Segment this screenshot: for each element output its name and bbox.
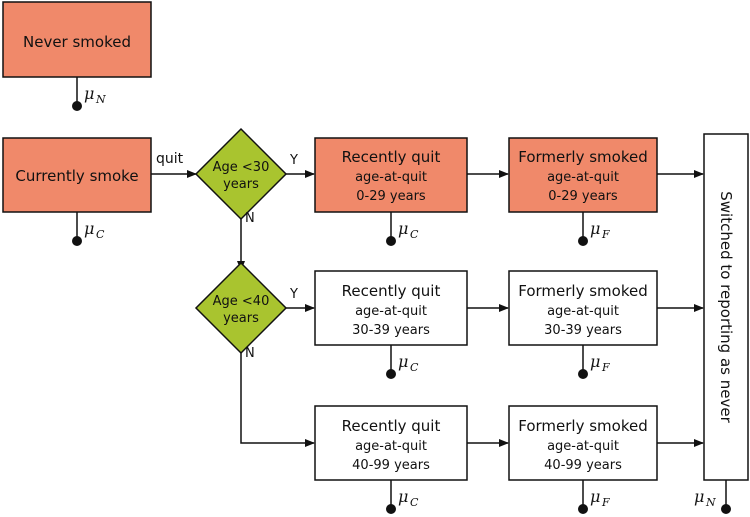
node-title: Formerly smoked xyxy=(518,417,648,435)
node-title: Recently quit xyxy=(342,282,441,300)
node-line3: 40-99 years xyxy=(352,458,430,473)
node-line3: 0-29 years xyxy=(356,189,426,204)
node-line2: age-at-quit xyxy=(547,439,619,454)
decision-age-under-40: Age <40 years xyxy=(194,261,288,355)
never-smoked-node: Never smoked μ N xyxy=(2,1,152,111)
node-line3: 30-39 years xyxy=(544,323,622,338)
switched-to-never-node: Switched to reporting as never μ N xyxy=(694,133,749,514)
mu-symbol: μ xyxy=(590,219,600,238)
never-smoked-label: Never smoked xyxy=(23,33,131,51)
node-title: Recently quit xyxy=(342,148,441,166)
quit-label: quit xyxy=(156,151,184,167)
node-title: Formerly smoked xyxy=(518,282,648,300)
decision-line1: Age <30 xyxy=(213,160,270,175)
decision-line2: years xyxy=(223,311,259,326)
currently-smoke-label: Currently smoke xyxy=(15,167,138,185)
mu-terminal-dot xyxy=(578,504,588,514)
node-line2: age-at-quit xyxy=(355,170,427,185)
mu-subscript: C xyxy=(410,496,419,509)
yes-label: Y xyxy=(289,287,298,302)
mu-symbol: μ xyxy=(398,219,408,238)
recently-quit-node-30-39: Recently quit age-at-quit 30-39 years μ … xyxy=(314,270,468,379)
mu-symbol: μ xyxy=(84,84,94,103)
mu-terminal-dot xyxy=(386,504,396,514)
mu-terminal-dot xyxy=(578,369,588,379)
mu-terminal-dot xyxy=(72,236,82,246)
mu-symbol: μ xyxy=(398,487,408,506)
node-title: Recently quit xyxy=(342,417,441,435)
mu-terminal-dot xyxy=(578,236,588,246)
mu-symbol: μ xyxy=(590,487,600,506)
yes-label: Y xyxy=(289,153,298,168)
recently-quit-node-40-99: Recently quit age-at-quit 40-99 years μ … xyxy=(314,405,468,514)
node-title: Formerly smoked xyxy=(518,148,648,166)
node-line3: 30-39 years xyxy=(352,323,430,338)
decision-line1: Age <40 xyxy=(213,294,270,309)
mu-subscript: C xyxy=(410,361,419,374)
mu-subscript: F xyxy=(601,496,610,509)
mu-subscript: C xyxy=(96,228,105,241)
currently-smoke-node: Currently smoke μ C xyxy=(2,137,152,246)
mu-terminal-dot xyxy=(386,369,396,379)
mu-symbol: μ xyxy=(398,352,408,371)
mu-subscript: N xyxy=(95,93,106,106)
node-line2: age-at-quit xyxy=(547,304,619,319)
switched-label: Switched to reporting as never xyxy=(717,191,735,423)
node-line3: 40-99 years xyxy=(544,458,622,473)
node-line2: age-at-quit xyxy=(355,439,427,454)
recently-quit-node-0-29: Recently quit age-at-quit 0-29 years μ C xyxy=(314,137,468,246)
formerly-smoked-node-0-29: Formerly smoked age-at-quit 0-29 years μ… xyxy=(508,137,658,246)
formerly-smoked-node-30-39: Formerly smoked age-at-quit 30-39 years … xyxy=(508,270,658,379)
mu-symbol: μ xyxy=(590,352,600,371)
decision-line2: years xyxy=(223,177,259,192)
decision-age-under-30: Age <30 years xyxy=(194,127,288,221)
mu-terminal-dot xyxy=(72,101,82,111)
mu-subscript: C xyxy=(410,228,419,241)
node-line2: age-at-quit xyxy=(355,304,427,319)
mu-subscript: N xyxy=(705,496,716,509)
no-label: N xyxy=(245,211,255,226)
node-line2: age-at-quit xyxy=(547,170,619,185)
node-line3: 0-29 years xyxy=(548,189,618,204)
no-label: N xyxy=(245,346,255,361)
mu-symbol: μ xyxy=(84,219,94,238)
mu-subscript: F xyxy=(601,228,610,241)
no-arrow xyxy=(240,353,315,447)
mu-terminal-dot xyxy=(721,504,731,514)
mu-symbol: μ xyxy=(694,487,704,506)
mu-subscript: F xyxy=(601,361,610,374)
formerly-smoked-node-40-99: Formerly smoked age-at-quit 40-99 years … xyxy=(508,405,658,514)
mu-terminal-dot xyxy=(386,236,396,246)
